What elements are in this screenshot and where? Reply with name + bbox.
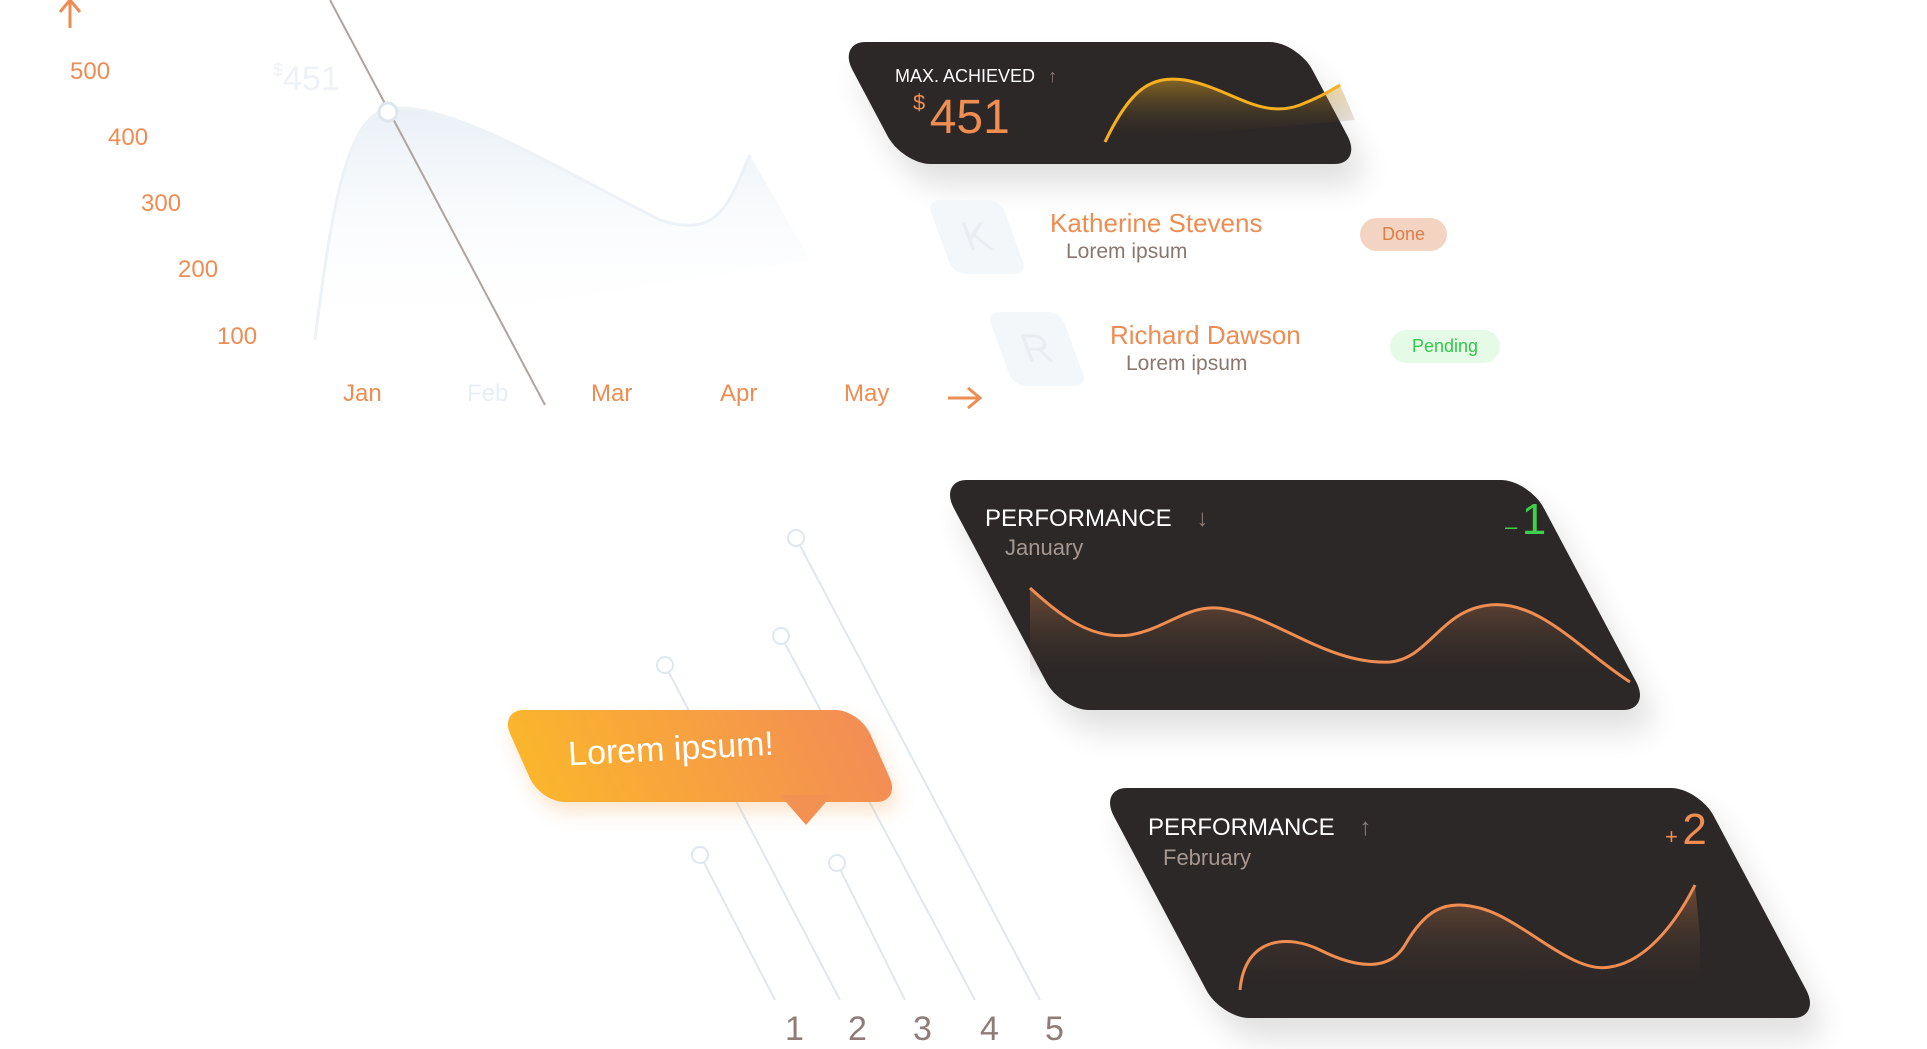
x-axis-arrow-icon bbox=[948, 386, 983, 410]
list-item-name: Katherine Stevens bbox=[1050, 208, 1263, 238]
max-achieved-title-text: MAX. ACHIEVED bbox=[895, 66, 1036, 86]
arrow-up-icon: ↑ bbox=[1359, 814, 1372, 841]
perf-feb-delta: + 2 bbox=[1665, 805, 1707, 855]
x-tick-jan: Jan bbox=[343, 380, 382, 407]
perf-jan-delta: – 1 bbox=[1505, 495, 1546, 545]
callout-bubble-tail bbox=[780, 795, 832, 825]
lines-label-2: 2 bbox=[848, 1010, 867, 1048]
y-tick-300: 300 bbox=[141, 190, 182, 217]
lines-label-4: 4 bbox=[980, 1010, 999, 1048]
status-badge: Pending bbox=[1390, 330, 1501, 363]
perf-feb-title-text: PERFORMANCE bbox=[1148, 814, 1335, 841]
list-item[interactable]: K Katherine Stevens Lorem ipsum Done bbox=[926, 200, 1500, 280]
perf-jan-delta-value: 1 bbox=[1521, 495, 1547, 544]
lines-label-3: 3 bbox=[913, 1010, 932, 1048]
area-chart-marker-point bbox=[377, 101, 399, 123]
list-item-name: Richard Dawson bbox=[1110, 320, 1301, 350]
marker-currency: $ bbox=[273, 60, 284, 80]
perf-feb-delta-sign: + bbox=[1665, 824, 1678, 849]
perf-feb-sparkline bbox=[1238, 884, 1700, 993]
area-chart-fill bbox=[315, 108, 810, 340]
perf-jan-title: PERFORMANCE ↓ bbox=[985, 505, 1208, 533]
list-item-subtitle: Lorem ipsum bbox=[1126, 352, 1248, 375]
perf-feb-title: PERFORMANCE ↑ bbox=[1148, 814, 1371, 842]
area-chart-marker-label: $451 bbox=[273, 60, 340, 99]
lines-label-1: 1 bbox=[785, 1010, 804, 1048]
arrow-down-icon: ↓ bbox=[1196, 505, 1209, 532]
perf-feb-delta-value: 2 bbox=[1682, 805, 1707, 854]
arrow-up-icon: ↑ bbox=[1048, 66, 1058, 86]
y-tick-100: 100 bbox=[217, 323, 258, 350]
status-badge: Done bbox=[1360, 218, 1448, 251]
max-achieved-sparkline bbox=[1103, 77, 1355, 143]
y-tick-200: 200 bbox=[178, 256, 219, 283]
perf-jan-delta-sign: – bbox=[1505, 514, 1518, 539]
perf-jan-title-text: PERFORMANCE bbox=[985, 505, 1172, 532]
y-tick-400: 400 bbox=[108, 124, 149, 151]
perf-jan-sparkline bbox=[1028, 586, 1631, 684]
max-achieved-value: $ 451 bbox=[913, 90, 1010, 145]
y-tick-500: 500 bbox=[70, 58, 111, 85]
x-tick-may: May bbox=[844, 380, 890, 407]
list-item[interactable]: R Richard Dawson Lorem ipsum Pending bbox=[986, 312, 1560, 392]
lines-label-5: 5 bbox=[1045, 1010, 1064, 1048]
max-achieved-title: MAX. ACHIEVED ↑ bbox=[895, 66, 1057, 87]
y-axis-arrow-icon bbox=[58, 0, 82, 28]
marker-value: 451 bbox=[283, 60, 340, 98]
area-chart-line bbox=[313, 106, 752, 341]
area-chart-marker-line bbox=[329, 0, 546, 406]
x-tick-mar: Mar bbox=[591, 380, 633, 407]
max-achieved-amount: 451 bbox=[929, 91, 1010, 144]
max-achieved-currency: $ bbox=[913, 90, 926, 115]
list-item-subtitle: Lorem ipsum bbox=[1066, 240, 1188, 263]
x-tick-feb: Feb bbox=[467, 380, 509, 407]
perf-feb-month: February bbox=[1163, 845, 1252, 870]
perf-jan-month: January bbox=[1005, 535, 1084, 560]
x-tick-apr: Apr bbox=[720, 380, 758, 407]
